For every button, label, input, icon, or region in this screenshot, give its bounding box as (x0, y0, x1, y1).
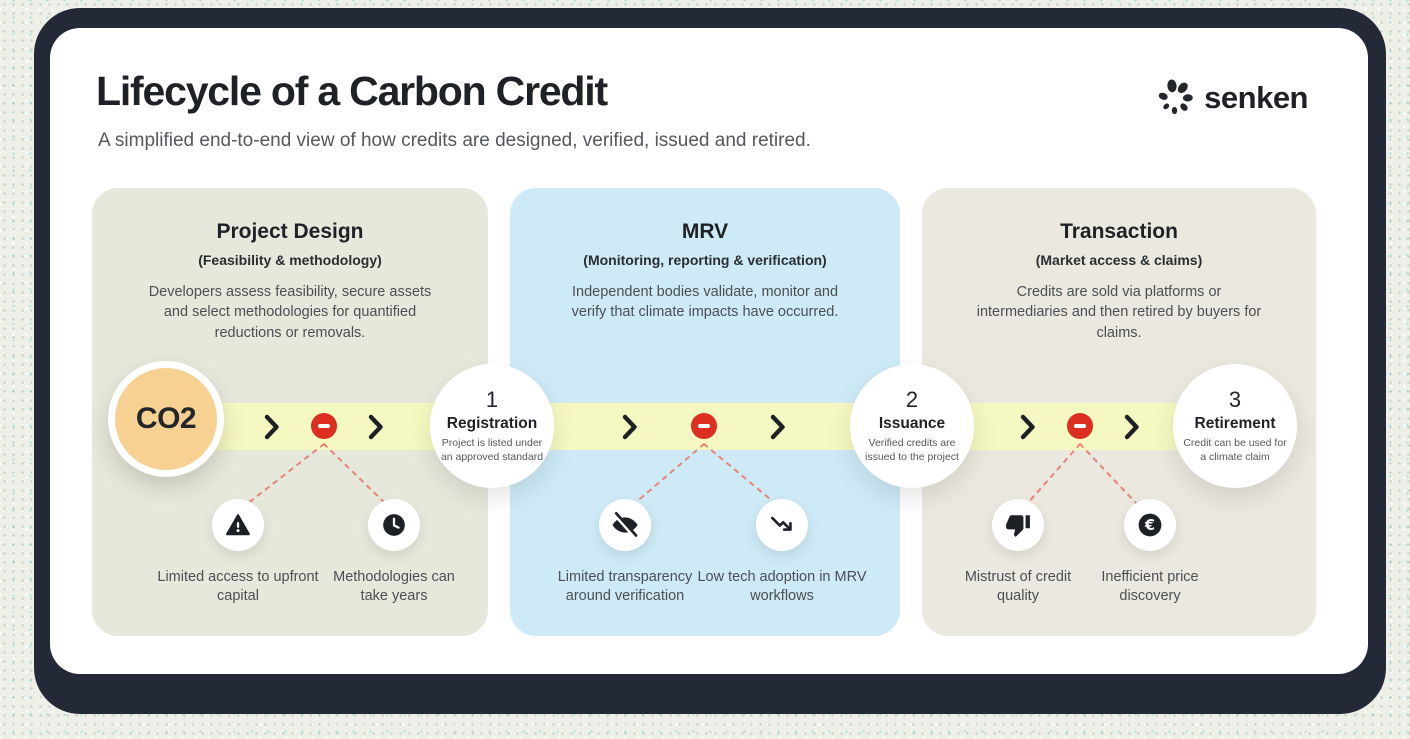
blocker-minus-icon (1067, 413, 1093, 439)
milestone-title: Issuance (878, 415, 946, 433)
eye-off-icon (611, 511, 639, 539)
arrow-icon (264, 414, 280, 440)
milestone-issuance: 2 Issuance Verified credits are issued t… (850, 364, 974, 488)
brand-name: senken (1204, 80, 1308, 115)
pain-point-label: Mistrust of credit quality (964, 569, 1072, 605)
page-subtitle: A simplified end-to-end view of how cred… (98, 130, 811, 151)
pain-point-label: Inefficient price discovery (1101, 569, 1199, 605)
svg-text:€: € (1144, 517, 1155, 534)
euro-icon: € (1137, 512, 1163, 538)
arrow-icon (1020, 414, 1036, 440)
arrow-icon (368, 414, 384, 440)
warning-icon (225, 512, 251, 538)
stage-description: Developers assess feasibility, secure as… (148, 284, 432, 341)
brand-logo: senken (1155, 78, 1308, 118)
pain-point (212, 499, 264, 551)
pain-point (368, 499, 420, 551)
blocker-minus-icon (311, 413, 337, 439)
pain-point: € (1124, 499, 1176, 551)
stage-description: Credits are sold via platforms or interm… (976, 284, 1262, 341)
milestone-registration: 1 Registration Project is listed under a… (430, 364, 554, 488)
pain-point-label: Limited transparency around verification (557, 569, 693, 605)
co2-label: CO2 (135, 402, 197, 435)
milestone-retirement: 3 Retirement Credit can be used for a cl… (1173, 364, 1297, 488)
co2-start-node: CO2 (108, 361, 224, 477)
arrow-icon (770, 414, 786, 440)
pain-point-label: Limited access to upfront capital (157, 569, 319, 605)
milestone-number: 1 (485, 387, 499, 413)
milestone-description: Verified credits are issued to the proje… (865, 437, 959, 463)
blocker-minus-icon (691, 413, 717, 439)
thumbs-down-icon (1005, 512, 1031, 538)
stage-subtitle: (Feasibility & methodology) (198, 252, 382, 268)
clock-icon (381, 512, 407, 538)
pain-point-label: Low tech adoption in MRV workflows (697, 569, 867, 605)
pain-point (756, 499, 808, 551)
infographic-card: Lifecycle of a Carbon Credit A simplifie… (50, 28, 1368, 674)
stage-title: Transaction (1060, 220, 1178, 243)
stage-subtitle: (Market access & claims) (1035, 252, 1203, 268)
pain-point (599, 499, 651, 551)
milestone-description: Credit can be used for a climate claim (1183, 437, 1287, 463)
arrow-icon (622, 414, 638, 440)
stage-title: Project Design (216, 220, 364, 243)
pain-point (992, 499, 1044, 551)
arrow-icon (1124, 414, 1140, 440)
page-title: Lifecycle of a Carbon Credit (96, 68, 608, 114)
pain-point-label: Methodologies can take years (333, 569, 455, 605)
milestone-title: Retirement (1194, 415, 1276, 433)
milestone-description: Project is listed under an approved stan… (440, 437, 544, 463)
milestone-title: Registration (446, 415, 538, 433)
trend-down-icon (769, 512, 795, 538)
milestone-number: 3 (1228, 387, 1242, 413)
stage-title: MRV (681, 220, 729, 243)
milestone-number: 2 (905, 387, 919, 413)
flower-petals-icon (1155, 78, 1195, 118)
stage-description: Independent bodies validate, monitor and… (571, 284, 839, 321)
stage-subtitle: (Monitoring, reporting & verification) (583, 252, 827, 268)
